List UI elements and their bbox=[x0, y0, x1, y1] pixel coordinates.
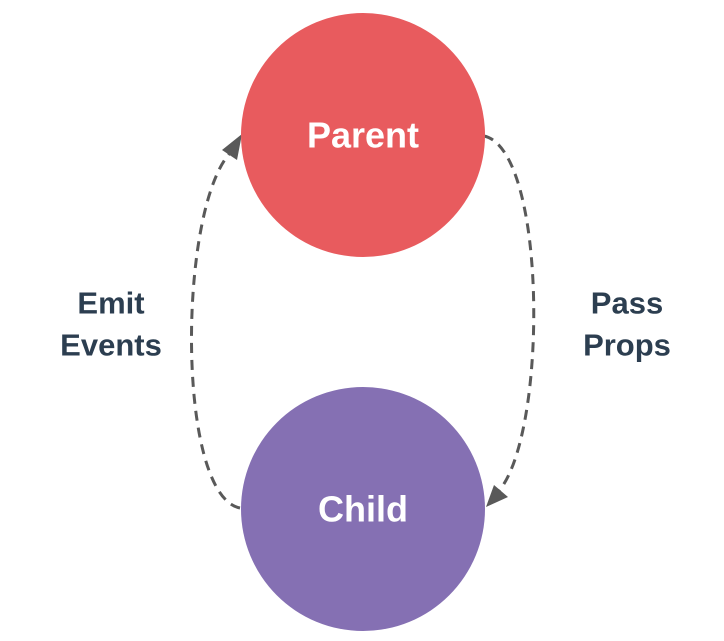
child-label: Child bbox=[318, 489, 408, 530]
child-circle bbox=[241, 387, 485, 631]
emit-events-label-line2: Events bbox=[60, 328, 162, 363]
parent-circle bbox=[241, 13, 485, 257]
pass-props-edge bbox=[483, 134, 536, 495]
pass-props-label-line1: Pass bbox=[591, 286, 663, 321]
parent-node: Parent bbox=[241, 13, 485, 257]
parent-label: Parent bbox=[307, 115, 419, 156]
pass-props-arrowhead bbox=[486, 485, 508, 507]
emit-events-arrowhead bbox=[222, 134, 242, 160]
emit-events-edge bbox=[190, 148, 241, 510]
child-node: Child bbox=[241, 387, 485, 631]
pass-props-label: Pass Props bbox=[583, 286, 671, 363]
pass-props-label-line2: Props bbox=[583, 328, 671, 363]
emit-events-label: Emit Events bbox=[60, 286, 162, 363]
emit-events-label-line1: Emit bbox=[77, 286, 144, 321]
